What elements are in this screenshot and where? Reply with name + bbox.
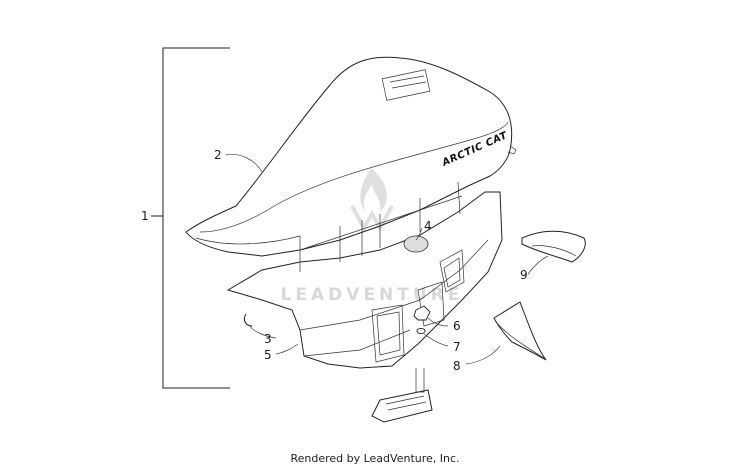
callout-7: 7 [453,340,461,354]
callout-leaders [225,154,549,365]
curved-strap-part [493,301,547,361]
callout-4: 4 [424,219,432,233]
rendered-by-footer: Rendered by LeadVenture, Inc. [290,452,460,465]
foam-pad-part [403,235,429,253]
callout-6: 6 [453,319,461,333]
callout-2: 2 [214,148,222,162]
watermark: LEADVENTURE [281,168,464,305]
pad-part [521,230,586,263]
callout-5: 5 [264,348,272,362]
callout-9: 9 [520,268,528,282]
callout-3: 3 [264,332,272,346]
callout-labels: 1 2 3 4 5 6 7 8 9 [141,148,528,373]
watermark-text: LEADVENTURE [281,285,464,305]
assembly-bracket [151,47,230,389]
seat-base-part [226,191,503,423]
seat-cushion-part: ARCTIC CAT [185,56,517,272]
seat-brand-text: ARCTIC CAT [440,130,510,169]
callout-8: 8 [453,359,461,373]
hook-part [243,313,253,327]
watermark-flame-icon [360,168,387,212]
hardware-parts [413,305,431,335]
callout-1: 1 [141,209,149,223]
